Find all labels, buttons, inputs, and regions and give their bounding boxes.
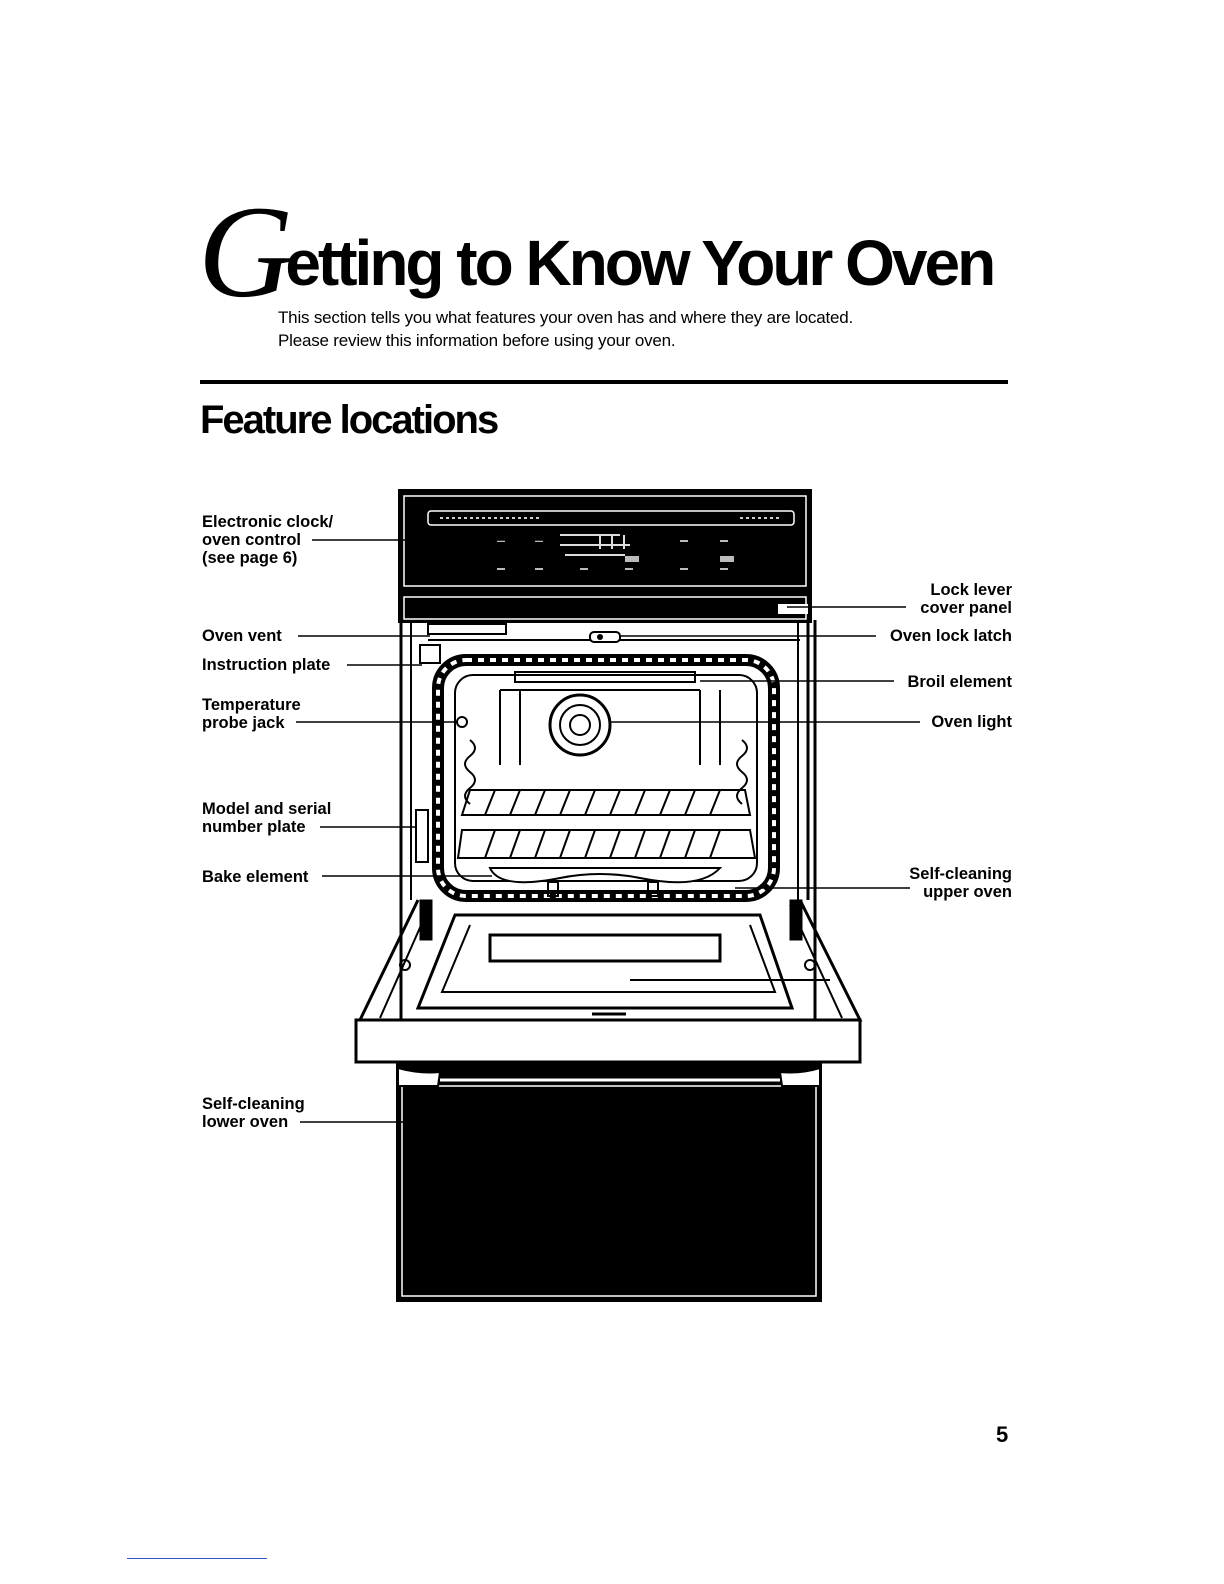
control-panel: [398, 489, 812, 593]
page-number: 5: [996, 1422, 1009, 1447]
label-oven-light: Oven light: [931, 713, 1012, 731]
label-instruction-plate: Instruction plate: [202, 656, 331, 674]
label-self-cleaning-lower: Self-cleaning lower oven: [202, 1095, 305, 1131]
intro-line-2: Please review this information before us…: [278, 331, 676, 350]
label-lock-lever: Lock lever cover panel: [920, 581, 1012, 617]
label-bake-element: Bake element: [202, 868, 309, 886]
label-oven-lock-latch: Oven lock latch: [890, 627, 1012, 645]
footer-rule: [127, 1558, 267, 1559]
label-broil-element: Broil element: [907, 673, 1012, 691]
leader-lines: [296, 539, 920, 1123]
section-divider: [200, 380, 1008, 384]
lock-lever-strip: [398, 593, 812, 623]
intro-paragraph: This section tells you what features you…: [278, 306, 853, 352]
intro-line-1: This section tells you what features you…: [278, 308, 854, 327]
title-drop-cap: G: [198, 178, 293, 325]
oven-cavity: [415, 654, 780, 902]
label-temperature-probe: Temperature probe jack: [202, 696, 301, 732]
label-oven-vent: Oven vent: [202, 627, 282, 645]
oven-door: [354, 899, 863, 1064]
lower-oven: [396, 1062, 822, 1302]
oven-lock-latch: [589, 631, 621, 643]
label-self-cleaning-upper: Self-cleaning upper oven: [909, 865, 1012, 901]
section-heading: Feature locations: [200, 398, 499, 442]
title-text: etting to Know Your Oven: [285, 227, 996, 299]
label-model-serial: Model and serial number plate: [202, 800, 332, 836]
label-electronic-clock: Electronic clock/ oven control (see page…: [202, 513, 334, 567]
page-title: Getting to Know Your Oven: [198, 186, 996, 318]
